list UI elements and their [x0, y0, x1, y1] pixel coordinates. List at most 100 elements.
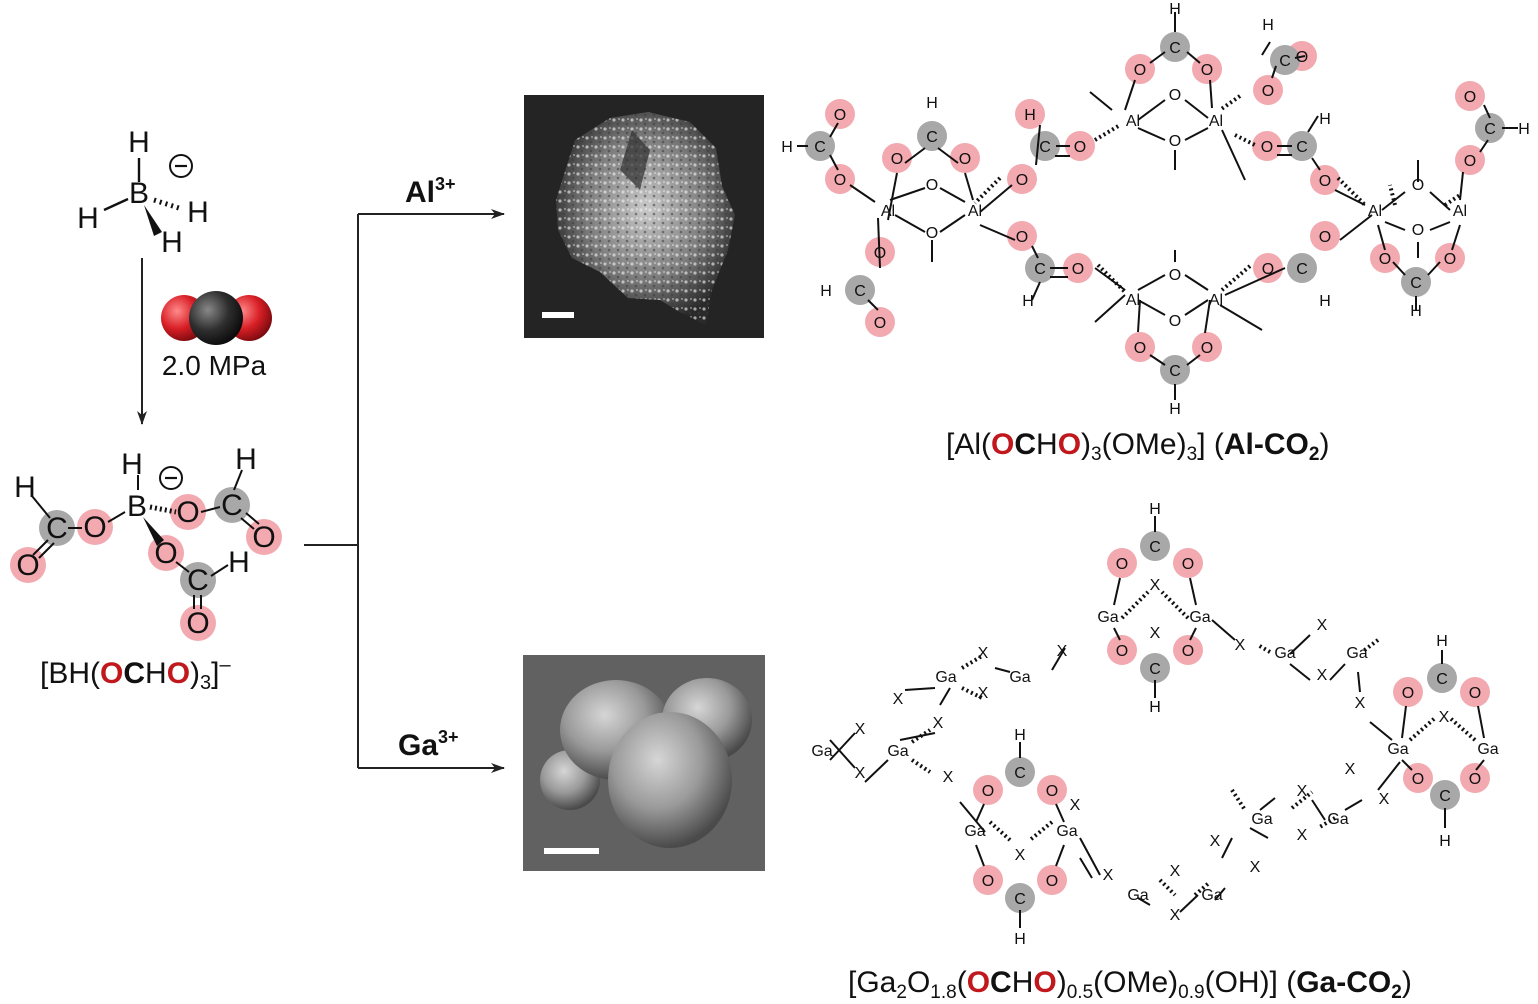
triformatoborate-structure: H B H C O O O C H O O C H O: [10, 443, 282, 641]
svg-text:X: X: [893, 691, 904, 708]
svg-text:O: O: [926, 225, 938, 242]
svg-text:C: C: [1436, 671, 1448, 688]
svg-text:O: O: [1134, 340, 1146, 357]
al-formate-atoms: H O C O H O C O O O H C O O H O C O O O …: [781, 1, 1530, 418]
svg-text:Al: Al: [1209, 292, 1223, 309]
svg-text:Al: Al: [881, 203, 895, 220]
svg-text:O: O: [1412, 222, 1424, 239]
svg-text:Al: Al: [1453, 203, 1467, 220]
svg-text:X: X: [1103, 867, 1114, 884]
svg-text:H: H: [1024, 107, 1036, 124]
svg-text:X: X: [1015, 847, 1026, 864]
svg-text:O: O: [1182, 643, 1194, 660]
ga-bridge-atoms: X X X X X X X X X X X X X X X X X X X X …: [855, 577, 1450, 924]
svg-text:O: O: [1412, 177, 1424, 194]
svg-text:C: C: [1149, 539, 1161, 556]
svg-text:C: C: [1410, 275, 1422, 292]
borohydride-anion: H B H H H: [77, 126, 209, 259]
svg-text:H: H: [1169, 401, 1181, 418]
svg-text:X: X: [1170, 863, 1181, 880]
svg-text:C: C: [1034, 261, 1046, 278]
svg-text:H: H: [1319, 293, 1331, 310]
svg-text:O: O: [926, 177, 938, 194]
svg-text:C: C: [1296, 139, 1308, 156]
svg-text:O: O: [891, 151, 903, 168]
svg-text:C: C: [1439, 788, 1451, 805]
svg-text:O: O: [834, 107, 846, 124]
svg-text:C: C: [926, 129, 938, 146]
svg-text:O: O: [1444, 251, 1456, 268]
svg-text:O: O: [1169, 87, 1181, 104]
svg-text:Ga: Ga: [964, 823, 985, 840]
atom-h: H: [77, 202, 99, 235]
svg-text:C: C: [1014, 891, 1026, 908]
ga-co2-formula: [Ga2O1.8(OCHO)0.5(OMe)0.9(OH)] (Ga-CO2): [848, 966, 1412, 1003]
svg-text:X: X: [978, 645, 989, 662]
svg-text:O: O: [834, 172, 846, 189]
ga-formate-atoms: H O C O O C O H H O C O O C O H H O C O …: [982, 501, 1481, 948]
svg-text:O: O: [982, 783, 994, 800]
ga-oxo-formate-network: Ga Ga Ga Ga Ga Ga Ga Ga Ga Ga Ga Ga Ga G…: [811, 501, 1498, 948]
svg-text:O: O: [1016, 172, 1028, 189]
svg-text:X: X: [1355, 695, 1366, 712]
svg-text:Ga: Ga: [1477, 741, 1498, 758]
svg-text:H: H: [820, 283, 832, 300]
atom-h: H: [14, 471, 36, 504]
svg-text:O: O: [1402, 685, 1414, 702]
branch-arrows: [304, 209, 505, 773]
svg-text:H: H: [1436, 633, 1448, 650]
svg-text:O: O: [1319, 173, 1331, 190]
svg-text:C: C: [1279, 53, 1291, 70]
svg-text:H: H: [1262, 17, 1274, 34]
svg-text:Ga: Ga: [1251, 811, 1272, 828]
svg-text:Ga: Ga: [1201, 887, 1222, 904]
atom-h: H: [187, 196, 209, 229]
svg-text:X: X: [1057, 643, 1068, 660]
atom-h: H: [228, 546, 250, 579]
svg-text:X: X: [1235, 637, 1246, 654]
svg-text:O: O: [874, 315, 886, 332]
svg-text:C: C: [814, 139, 826, 156]
svg-text:O: O: [1072, 261, 1084, 278]
svg-text:Ga: Ga: [1274, 645, 1295, 662]
svg-text:O: O: [1412, 771, 1424, 788]
atom-h: H: [128, 126, 150, 159]
svg-text:X: X: [943, 769, 954, 786]
svg-text:O: O: [1074, 139, 1086, 156]
svg-text:C: C: [1039, 139, 1051, 156]
svg-text:Ga: Ga: [1387, 741, 1408, 758]
svg-text:H: H: [1410, 303, 1422, 320]
svg-text:O: O: [1469, 771, 1481, 788]
svg-text:H: H: [781, 139, 793, 156]
svg-text:O: O: [1464, 153, 1476, 170]
svg-text:X: X: [1170, 907, 1181, 924]
svg-text:O: O: [1262, 261, 1274, 278]
pressure-label: 2.0 MPa: [162, 350, 267, 381]
svg-text:Al: Al: [1368, 203, 1382, 220]
atom-o: O: [252, 521, 275, 554]
svg-text:C: C: [1169, 363, 1181, 380]
aluminum-label: Al3+: [405, 174, 456, 209]
svg-text:H: H: [1022, 293, 1034, 310]
svg-text:X: X: [978, 685, 989, 702]
svg-text:Al: Al: [1126, 292, 1140, 309]
al-atoms: Al Al Al Al Al Al Al Al: [881, 113, 1467, 309]
svg-text:O: O: [1046, 783, 1058, 800]
svg-text:O: O: [1262, 83, 1274, 100]
svg-text:X: X: [1250, 859, 1261, 876]
co2-molecule-icon: [161, 291, 272, 345]
svg-text:X: X: [1439, 709, 1450, 726]
negative-charge-icon: [169, 154, 193, 178]
svg-text:C: C: [1484, 121, 1496, 138]
svg-text:Al: Al: [1209, 113, 1223, 130]
svg-text:Ga: Ga: [1346, 645, 1367, 662]
svg-text:Ga: Ga: [1097, 609, 1118, 626]
svg-text:O: O: [1169, 267, 1181, 284]
scale-bar: [542, 312, 574, 318]
svg-text:O: O: [1319, 229, 1331, 246]
atom-h: H: [121, 448, 143, 481]
svg-text:O: O: [1116, 643, 1128, 660]
svg-text:X: X: [1317, 667, 1328, 684]
svg-text:O: O: [982, 873, 994, 890]
